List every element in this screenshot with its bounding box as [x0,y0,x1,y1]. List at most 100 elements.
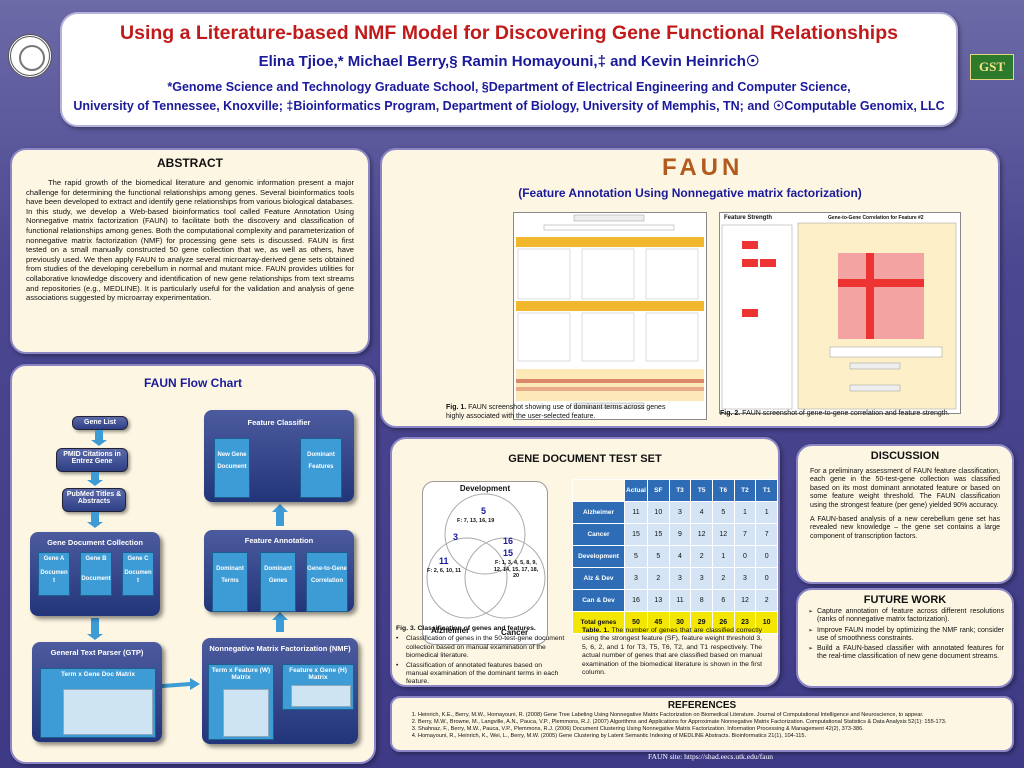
pmid-box: PMID Citations in Entrez Gene [56,448,128,472]
gtp-label: General Text Parser (GTP) [50,648,144,657]
gene-b-label: Gene B [85,556,107,562]
future-work-item: Build a FAUN-based classifier with annot… [808,645,1004,662]
table-cell: 0 [733,545,757,568]
gtp-box: General Text Parser (GTP) Term x Gene Do… [32,642,162,742]
term-gene-doc-matrix: Term x Gene Doc Matrix [40,668,156,738]
future-work-heading: FUTURE WORK [863,594,947,606]
feature-annotation-label: Feature Annotation [244,536,314,545]
table-column-header: Actual [623,479,648,502]
table-cell: 1 [733,501,757,524]
fig1-screenshot [513,212,707,420]
table-row-header: Alz & Dev [572,567,625,590]
gene-document-test-set-heading: GENE DOCUMENT TEST SET [508,453,662,465]
feature-gene-matrix: Feature x Gene (H) Matrix [282,664,354,710]
table-cell: 12 [711,523,735,546]
fig1-caption-label: Fig. 1. [446,404,467,411]
gene-document-collection-label: Gene Document Collection [47,538,143,547]
discussion-paragraph-2: A FAUN-based analysis of a new cerebellu… [810,516,1000,540]
table-row-header: Development [572,545,625,568]
table-cell: 4 [690,501,713,524]
faun-panel: FAUN (Feature Annotation Using Nonnegati… [380,148,1000,428]
fig1-screenshot-graphic [516,214,704,409]
table-cell: 2 [690,545,713,568]
table-cell: 3 [690,567,713,590]
table-cell: 12 [690,523,713,546]
table-cell: 5 [646,545,670,568]
table-corner [572,479,625,502]
table-cell: 8 [690,589,713,612]
reference-item: Berry, M.W., Browne, M., Langville, A.N.… [418,719,1006,726]
gene-a-label: Gene A [43,556,65,562]
future-work-item: Improve FAUN model by optimizing the NMF… [808,627,1004,644]
table-cell: 50 [623,611,648,634]
faun-site-link[interactable]: FAUN site: https://shad.eecs.utk.edu/fau… [648,752,774,761]
references-heading: REFERENCES [667,700,737,711]
table-cell: 1 [755,501,778,524]
affiliation-line-1: *Genome Science and Technology Graduate … [167,80,851,94]
gene-c-label: Gene C [127,556,149,562]
venn-features-cancer: F: 1, 3, 4, 5, 8, 9, 12, 14, 15, 17, 18,… [493,560,539,579]
new-gene-label: New Gene [217,452,247,458]
venn-count-alzheimer: 11 [439,556,449,566]
table-caption: Table. 1. The number of genes that are c… [582,627,762,677]
fig1-caption: Fig. 1. FAUN screenshot showing use of d… [446,404,676,421]
dominant-genes-label-2: Genes [268,578,288,584]
gene-document-collection-box: Gene Document Collection Gene A Documen … [30,532,160,616]
table-cell: 12 [733,589,757,612]
nmf-box: Nonnegative Matrix Factorization (NMF) T… [202,638,358,744]
fig3-title: Fig. 3. Classification of genes and feat… [396,625,536,632]
dominant-terms-label-1: Dominant [216,566,244,572]
discussion-panel: DISCUSSION For a preliminary assessment … [796,444,1014,584]
table-cell: 10 [755,611,778,634]
fig1-caption-text: FAUN screenshot showing use of dominant … [446,404,666,420]
fig3-bullet-1-text: Classification of genes in the 50-test-g… [406,635,565,660]
table-column-header: T6 [711,479,735,502]
table-cell: 30 [668,611,692,634]
term-gene-doc-matrix-label: Term x Gene Doc Matrix [61,671,135,678]
table-column-header: T1 [755,479,778,502]
fig2-caption-text: FAUN screenshot of gene-to-gene correlat… [740,410,950,417]
table-column-header: T2 [733,479,757,502]
term-feature-matrix-label: Term x Feature (W) Matrix [211,667,271,681]
table-cell: 29 [690,611,713,634]
affiliation-line-2: University of Tennessee, Knoxville; ‡Bio… [73,99,945,113]
table-cell: 0 [755,545,778,568]
term-feature-matrix: Term x Feature (W) Matrix [208,664,274,740]
table-cell: 5 [623,545,648,568]
future-work-list: Capture annotation of feature across dif… [808,608,1004,662]
fig2-caption-label: Fig. 2. [720,410,741,417]
gene-to-gene-correlation-box: Gene-to-Gene Correlation [306,552,348,612]
table-cell: 45 [646,611,670,634]
venn-features-alzheimer: F: 2, 6, 10, 11 [427,568,461,574]
reference-item: Homayouni, R., Heinrich, K., Wei, L., Be… [418,733,1006,740]
fig2-caption: Fig. 2. FAUN screenshot of gene-to-gene … [720,410,970,419]
fig3-caption: Fig. 3. Classification of genes and feat… [396,625,566,687]
document-c-label: Documen t [124,570,152,584]
features-label: Features [308,464,334,470]
faun-logo: FAUN [662,154,744,181]
fig2-screenshot-graphic [721,222,957,410]
document-b-label: Document [81,576,111,582]
correlation-label: Correlation [310,578,343,584]
abstract-text: The rapid growth of the biomedical liter… [26,178,354,303]
feature-classifier-label: Feature Classifier [247,418,311,427]
feature-gene-matrix-label: Feature x Gene (H) Matrix [289,667,347,681]
table-cell: 2 [711,567,735,590]
term-gene-doc-grid [63,689,153,735]
dominant-features-box: Dominant Features [300,438,342,498]
fig2-right-title: Gene-to-Gene Correlation for Feature #2 [828,215,924,221]
table-cell: 15 [623,523,648,546]
feature-gene-grid [291,685,351,707]
gene-b-box: Gene B Document [80,552,112,596]
new-gene-document-label: Document [217,464,247,470]
venn-label-alzheimer: Alzheimer [431,626,470,635]
venn-diagram: Development 5 F: 7, 13, 16, 19 3 16 11 F… [422,481,548,645]
new-gene-document-box: New Gene Document [214,438,250,498]
